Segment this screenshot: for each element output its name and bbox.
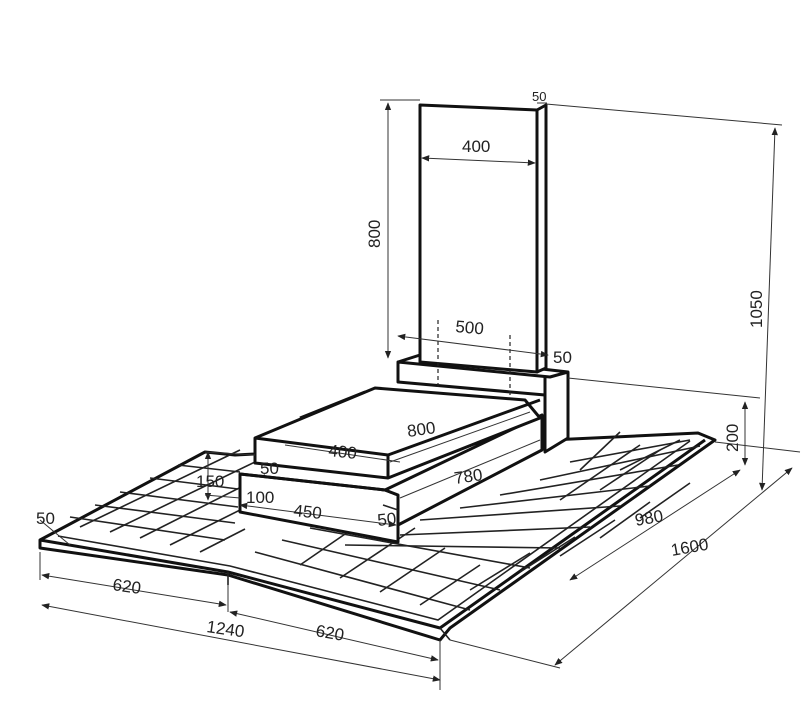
dim-border: 50 bbox=[36, 509, 55, 528]
dimension-lines bbox=[39, 99, 801, 690]
dim-stele-height: 800 bbox=[365, 220, 384, 248]
dim-stele-thickness: 50 bbox=[532, 89, 546, 104]
dim-platform-width: 1240 bbox=[205, 617, 245, 641]
dim-total-height: 1050 bbox=[747, 290, 766, 328]
dim-pedestal-offset: 50 bbox=[553, 348, 572, 367]
dim-base-length: 780 bbox=[453, 465, 484, 488]
dim-platform-depth: 1600 bbox=[669, 535, 710, 560]
dim-pedestal-width: 500 bbox=[455, 317, 485, 338]
dim-base-offset: 50 bbox=[376, 509, 397, 530]
dim-stele-width: 400 bbox=[462, 137, 490, 156]
dim-pedestal-height: 200 bbox=[723, 424, 742, 452]
dimension-labels: 400 50 800 1050 500 50 200 800 400 50 15… bbox=[36, 89, 766, 645]
dim-flowerbed-height: 150 bbox=[196, 472, 224, 491]
stele bbox=[418, 103, 548, 398]
dim-flowerbed-step: 50 bbox=[260, 459, 279, 478]
dim-platform-depth-inner: 980 bbox=[633, 506, 664, 530]
dim-flowerbed-top-width: 400 bbox=[328, 441, 358, 463]
dim-half-width-left: 620 bbox=[111, 575, 142, 598]
dim-flowerbed-length: 800 bbox=[406, 418, 437, 441]
dim-base-width: 450 bbox=[293, 501, 323, 523]
stele-side bbox=[535, 103, 548, 374]
dim-base-step: 100 bbox=[246, 488, 274, 507]
flowerbed bbox=[253, 386, 542, 480]
dim-half-width-right: 620 bbox=[314, 621, 345, 645]
